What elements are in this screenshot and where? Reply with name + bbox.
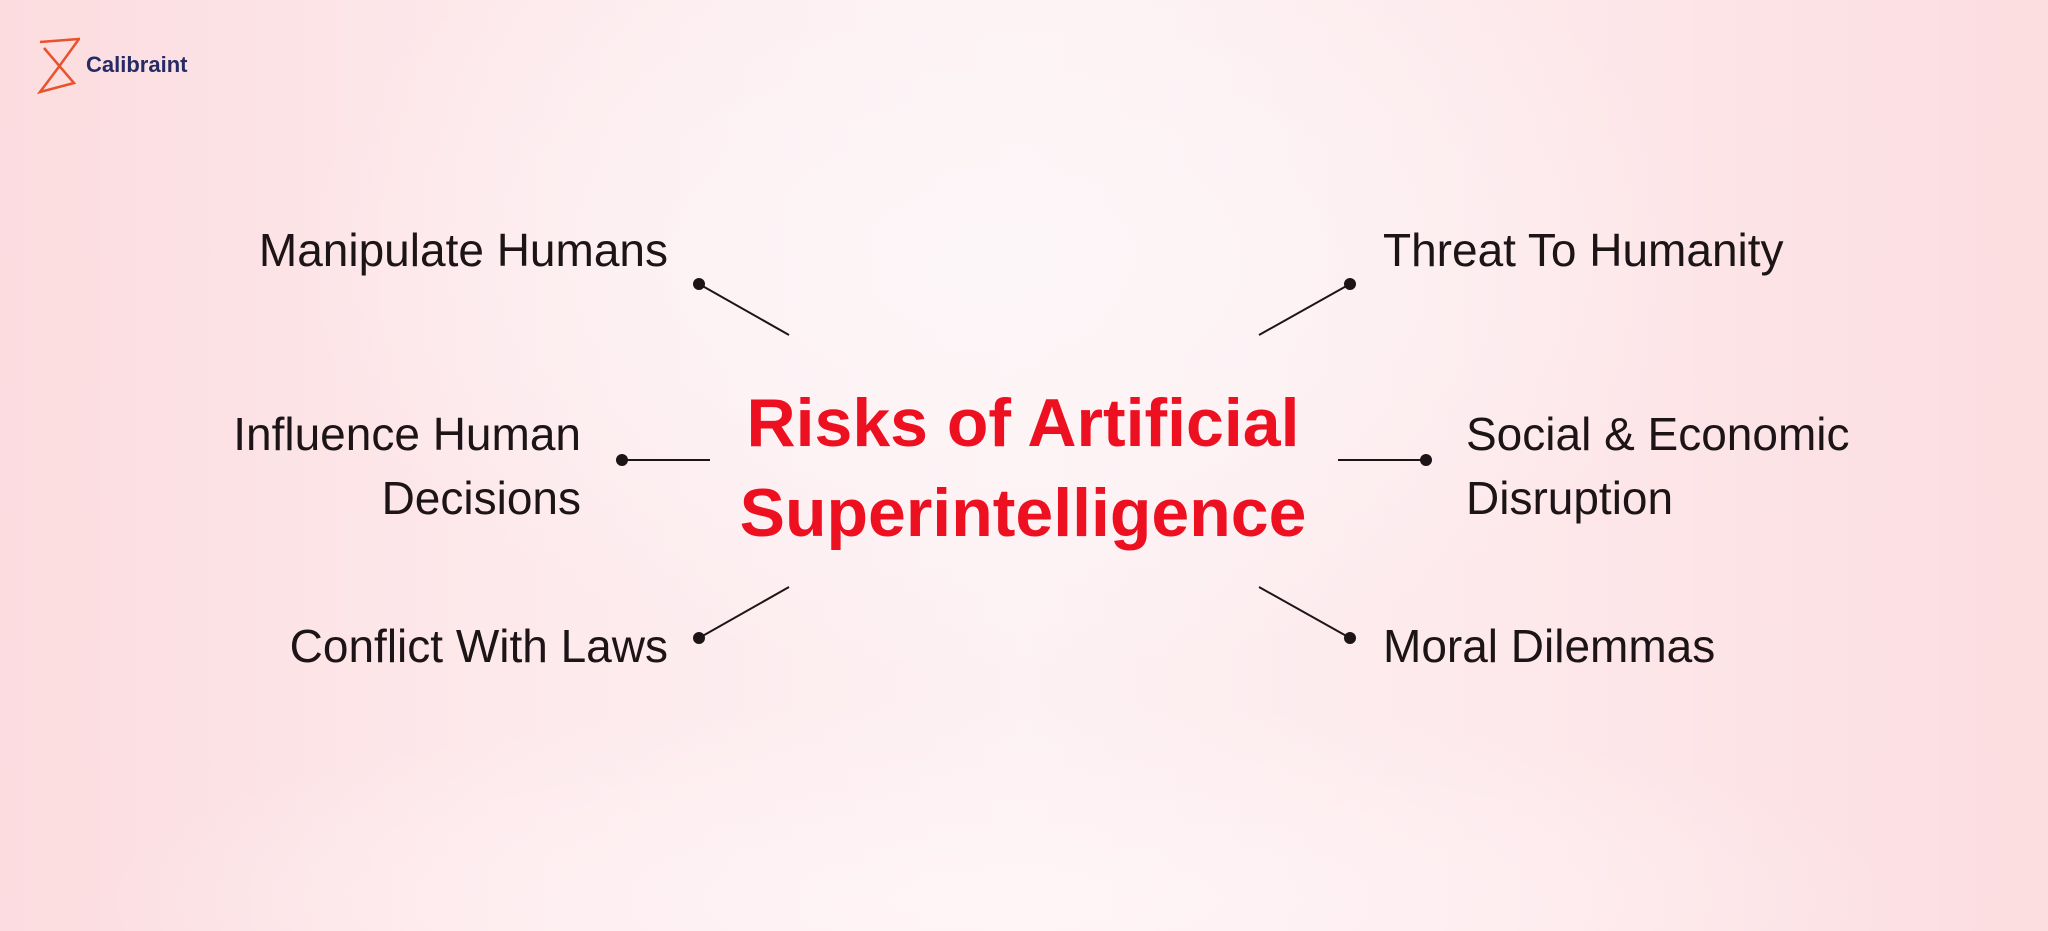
connector-threat <box>1258 283 1351 336</box>
item-manipulate-humans: Manipulate Humans <box>259 218 668 282</box>
connector-manipulate <box>698 283 790 336</box>
connector-conflict <box>698 586 790 639</box>
item-label-line1: Influence Human <box>233 408 581 460</box>
item-label: Moral Dilemmas <box>1383 620 1716 672</box>
item-label-line1: Social & Economic <box>1466 408 1850 460</box>
item-label-line2: Decisions <box>381 472 581 524</box>
calibraint-logo-icon <box>36 37 80 94</box>
title-line2: Superintelligence <box>739 475 1307 551</box>
item-threat-to-humanity: Threat To Humanity <box>1383 218 1784 282</box>
brand-logo: Calibraint <box>36 36 187 94</box>
item-conflict-with-laws: Conflict With Laws <box>290 614 668 678</box>
item-label: Threat To Humanity <box>1383 224 1784 276</box>
title-line1: Risks of Artificial <box>746 385 1300 461</box>
item-moral-dilemmas: Moral Dilemmas <box>1383 614 1715 678</box>
logo-text: Calibraint <box>86 52 188 77</box>
connector-moral <box>1258 586 1351 639</box>
item-label: Conflict With Laws <box>289 620 668 672</box>
diagram-title: Risks of Artificial Superintelligence <box>723 378 1323 558</box>
item-label-line2: Disruption <box>1466 472 1674 524</box>
item-social-economic-disruption: Social & Economic Disruption <box>1466 402 1850 530</box>
item-label: Manipulate Humans <box>258 224 668 276</box>
item-influence-human-decisions: Influence Human Decisions <box>233 402 581 530</box>
